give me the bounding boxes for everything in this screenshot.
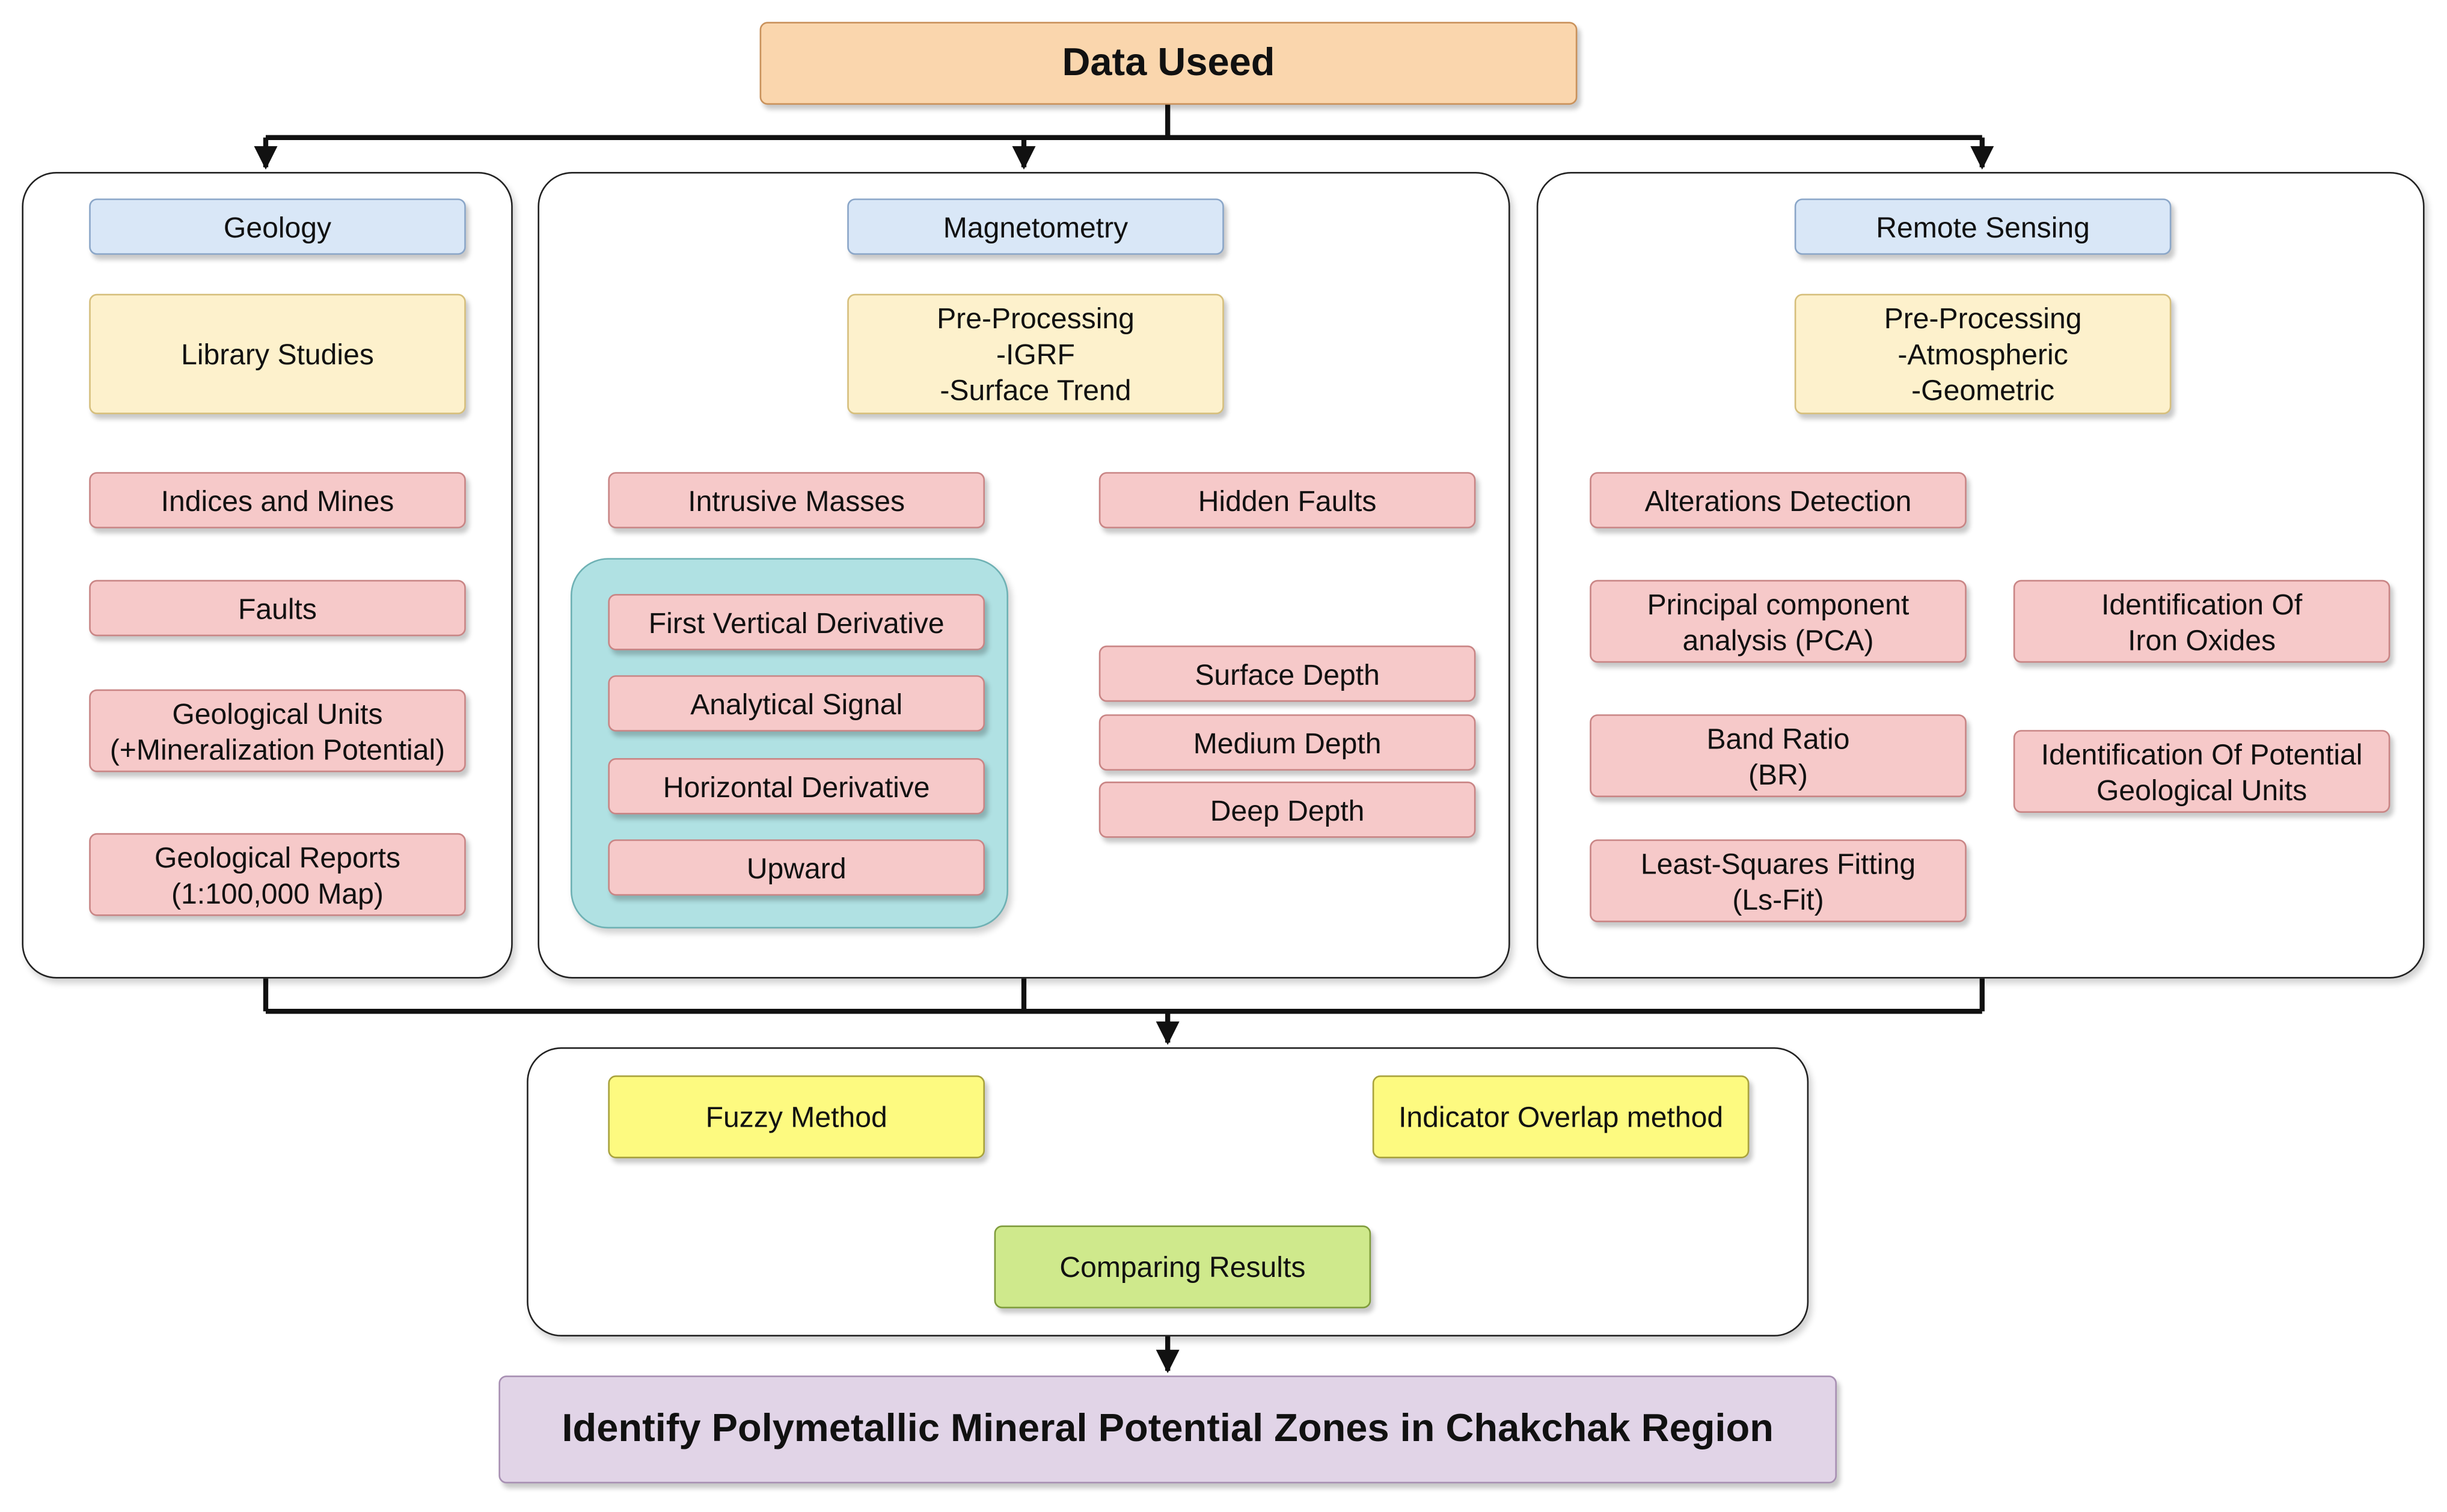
iron-oxides-box: Identification Of Iron Oxides xyxy=(2013,580,2390,663)
ls-fit-box: Least-Squares Fitting (Ls-Fit) xyxy=(1590,839,1967,922)
remote-sensing-header: Remote Sensing xyxy=(1794,198,2172,255)
magnetometry-header: Magnetometry xyxy=(847,198,1224,255)
horizontal-derivative-box: Horizontal Derivative xyxy=(608,758,985,815)
data-used-title: Data Useed xyxy=(759,22,1578,105)
first-vertical-derivative-box: First Vertical Derivative xyxy=(608,593,985,650)
remote-sensing-preprocessing-box: Pre-Processing -Atmospheric -Geometric xyxy=(1794,293,2172,414)
indices-mines-box: Indices and Mines xyxy=(89,472,466,528)
potential-geological-units-box: Identification Of Potential Geological U… xyxy=(2013,730,2390,813)
intrusive-masses-box: Intrusive Masses xyxy=(608,472,985,528)
band-ratio-box: Band Ratio (BR) xyxy=(1590,714,1967,797)
analytical-signal-box: Analytical Signal xyxy=(608,675,985,732)
medium-depth-box: Medium Depth xyxy=(1098,714,1476,771)
geological-units-box: Geological Units (+Mineralization Potent… xyxy=(89,689,466,773)
geology-header: Geology xyxy=(89,198,466,255)
fuzzy-method-box: Fuzzy Method xyxy=(608,1075,985,1158)
geological-reports-box: Geological Reports (1:100,000 Map) xyxy=(89,833,466,916)
upward-box: Upward xyxy=(608,839,985,896)
comparing-results-box: Comparing Results xyxy=(994,1225,1371,1309)
hidden-faults-box: Hidden Faults xyxy=(1098,472,1476,528)
pca-box: Principal component analysis (PCA) xyxy=(1590,580,1967,663)
library-studies-box: Library Studies xyxy=(89,293,466,414)
surface-depth-box: Surface Depth xyxy=(1098,645,1476,702)
final-result-box: Identify Polymetallic Mineral Potential … xyxy=(498,1376,1837,1484)
faults-box: Faults xyxy=(89,580,466,637)
deep-depth-box: Deep Depth xyxy=(1098,782,1476,838)
alterations-detection-box: Alterations Detection xyxy=(1590,472,1967,528)
magnetometry-preprocessing-box: Pre-Processing -IGRF -Surface Trend xyxy=(847,293,1224,414)
indicator-overlap-box: Indicator Overlap method xyxy=(1372,1075,1750,1158)
